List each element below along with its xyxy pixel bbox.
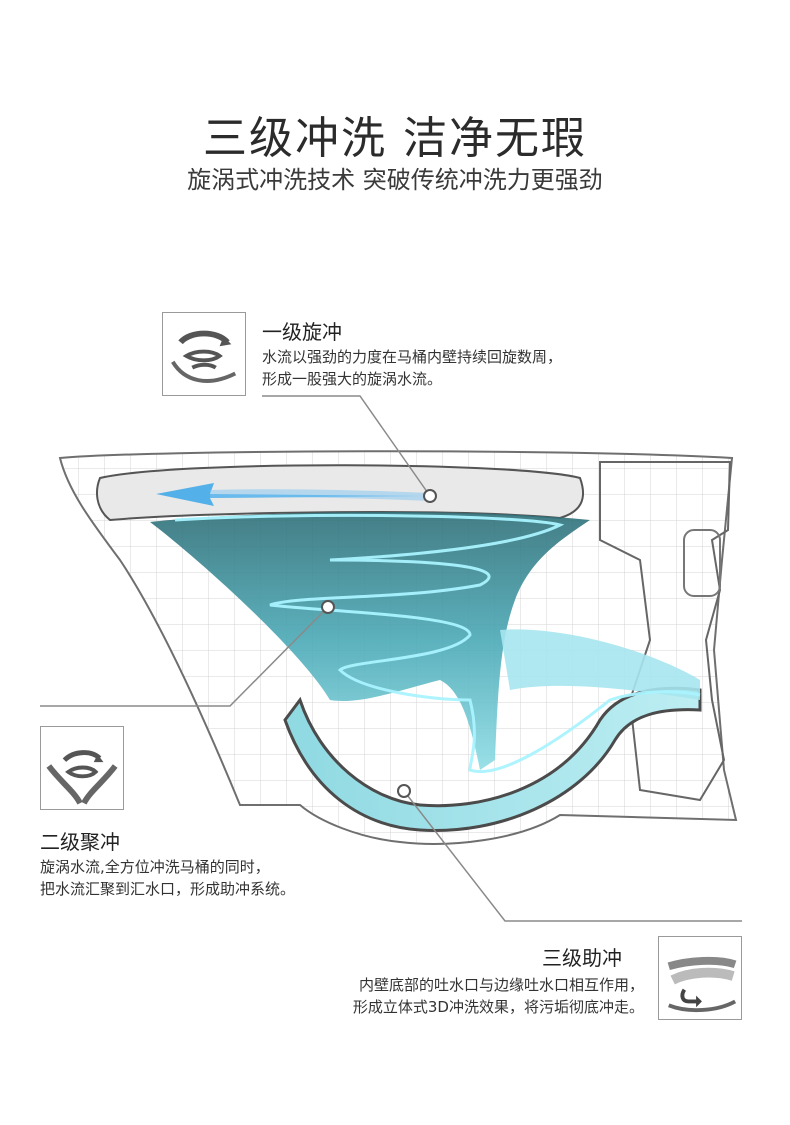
bowl-water [150,511,590,770]
leader-line-stage-2 [40,606,329,707]
stage-2-title: 二级聚冲 [40,830,120,854]
toilet-body-outline [58,450,738,845]
stage-1-line-1: 水流以强劲的力度在马桶内壁持续回旋数周， [262,348,563,366]
page-title: 三级冲洗 洁净无瑕 [203,113,587,164]
stage-3-title: 三级助冲 [542,946,622,970]
stage-2-description: 旋涡水流,全方位冲洗马桶的同时， 把水流汇聚到汇水口，形成助冲系统。 [40,856,295,900]
stage-2-line-2: 把水流汇聚到汇水口，形成助冲系统。 [40,880,296,898]
stage-3-description: 内壁底部的吐水口与边缘吐水口相互作用， 形成立体式3D冲洗效果，将污垢彻底冲走。 [296,974,644,1018]
swirl-flow-line [174,513,701,773]
rear-mechanism [599,461,732,802]
callout-dot-stage-3 [397,784,411,798]
stage-1-title: 一级旋冲 [262,320,342,344]
callout-dot-stage-1 [423,489,437,503]
swirl-flush-icon [162,312,246,396]
page-subtitle: 旋涡式冲洗技术 突破传统冲洗力更强劲 [187,166,603,194]
leader-line-stage-1 [262,395,431,497]
rear-pipe [683,529,721,597]
focus-flush-icon [40,726,124,810]
toilet-rim [96,464,585,522]
stage-1-description: 水流以强劲的力度在马桶内壁持续回旋数周， 形成一股强大的旋涡水流。 [262,346,562,390]
rim-flow-tail [209,489,431,501]
stage-2-line-1: 旋涡水流,全方位冲洗马桶的同时， [40,858,270,876]
stage-1-line-2: 形成一股强大的旋涡水流。 [262,370,443,388]
stage-3-line-1: 内壁底部的吐水口与边缘吐水口相互作用， [358,976,644,994]
stage-3-line-2: 形成立体式3D冲洗效果，将污垢彻底冲走。 [352,998,644,1016]
rim-flow-arrow [156,483,425,506]
leader-line-stage-3 [403,790,742,922]
trapway-water [283,686,702,832]
jet-flush-icon [658,936,742,1020]
trap-rising-leg [500,629,700,700]
callout-dot-stage-2 [321,600,335,614]
